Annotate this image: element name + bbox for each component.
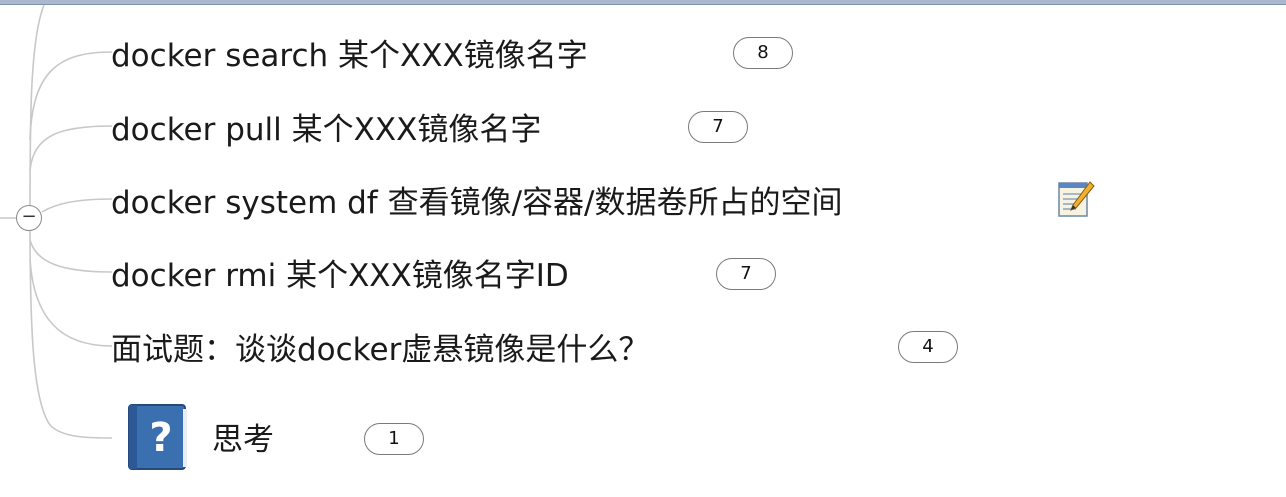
mindmap-node-docker-search[interactable]: docker search 某个XXX镜像名字 bbox=[111, 30, 588, 74]
node-label: docker system df 查看镜像/容器/数据卷所占的空间 bbox=[111, 184, 843, 221]
mindmap-node-thinking[interactable]: 思考 bbox=[212, 414, 274, 458]
branch-2 bbox=[29, 125, 113, 171]
svg-text:?: ? bbox=[149, 415, 172, 461]
branch-5 bbox=[29, 259, 113, 347]
branch-3 bbox=[41, 198, 113, 213]
branch-1 bbox=[29, 51, 113, 141]
window-top-border bbox=[0, 0, 1286, 5]
mindmap-node-interview-question[interactable]: 面试题：谈谈docker虚悬镜像是什么？ bbox=[111, 324, 649, 368]
note-count-badge[interactable]: 8 bbox=[733, 37, 793, 69]
mindmap-node-docker-rmi[interactable]: docker rmi 某个XXX镜像名字ID bbox=[111, 250, 569, 294]
mindmap-node-docker-pull[interactable]: docker pull 某个XXX镜像名字 bbox=[111, 104, 541, 148]
question-book-icon: ? bbox=[128, 404, 187, 470]
note-count-badge[interactable]: 7 bbox=[716, 258, 776, 290]
trunk-line bbox=[29, 4, 45, 219]
mindmap-node-docker-system-df[interactable]: docker system df 查看镜像/容器/数据卷所占的空间 bbox=[111, 177, 842, 221]
collapse-toggle-button[interactable]: − bbox=[16, 205, 42, 231]
note-pencil-icon[interactable] bbox=[1056, 178, 1096, 220]
branch-4 bbox=[29, 239, 113, 273]
node-label: docker search 某个XXX镜像名字 bbox=[111, 37, 588, 74]
node-label: 思考 bbox=[212, 421, 274, 458]
trunk-line-lower bbox=[29, 217, 113, 439]
note-count-badge[interactable]: 7 bbox=[688, 111, 748, 143]
note-count-badge[interactable]: 4 bbox=[898, 331, 958, 363]
node-label: 面试题：谈谈docker虚悬镜像是什么？ bbox=[111, 331, 650, 368]
node-label: docker pull 某个XXX镜像名字 bbox=[111, 111, 542, 148]
node-label: docker rmi 某个XXX镜像名字ID bbox=[111, 257, 569, 294]
note-count-badge[interactable]: 1 bbox=[364, 423, 424, 455]
